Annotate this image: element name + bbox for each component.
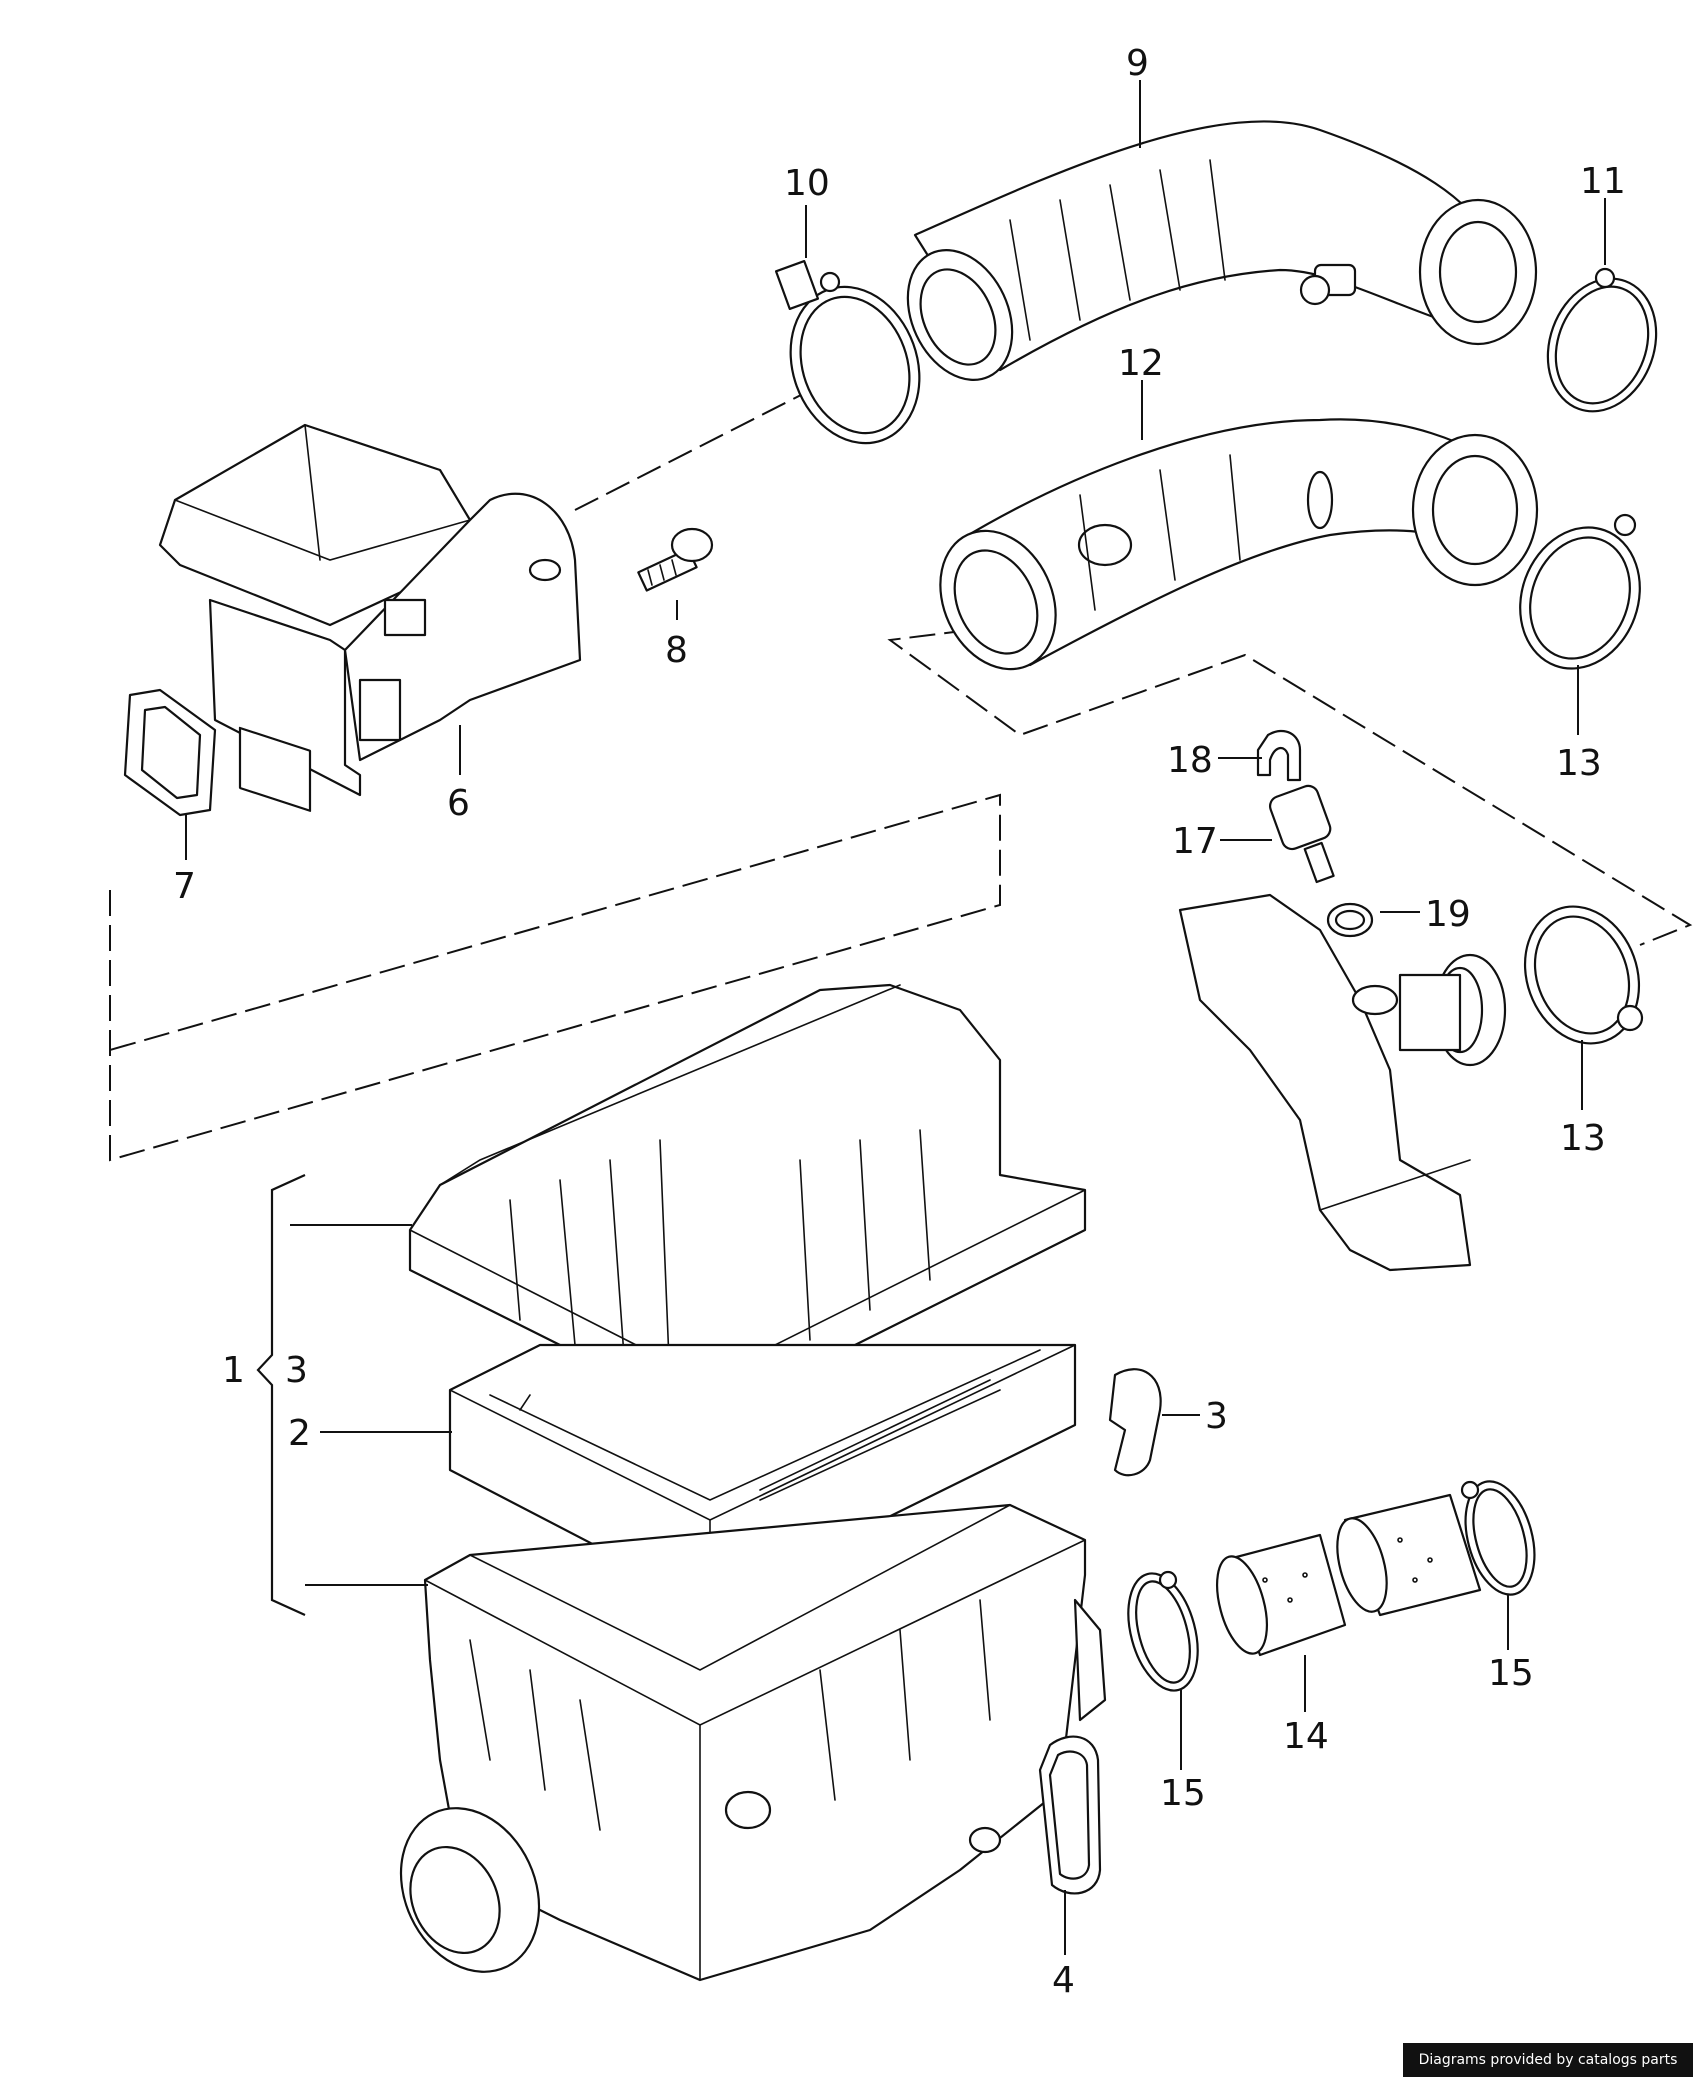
callout-2: 2 xyxy=(288,1413,311,1454)
callout-10: 10 xyxy=(784,163,830,204)
callout-15-right: 15 xyxy=(1488,1653,1534,1694)
callout-labels: 9 10 11 12 8 6 13 18 17 7 19 13 1 3 3 2 … xyxy=(173,43,1626,2001)
callout-6: 6 xyxy=(447,783,470,824)
callout-8: 8 xyxy=(665,630,688,671)
callout-13-lower: 13 xyxy=(1560,1118,1606,1159)
seal-4 xyxy=(1038,1735,1102,1895)
filter-housing-base xyxy=(399,1503,1107,1982)
air-mass-meter-6 xyxy=(158,423,582,812)
hose-clamp-10 xyxy=(774,259,921,445)
callout-4: 4 xyxy=(1052,1960,1075,2001)
callout-3-brace: 3 xyxy=(285,1350,308,1391)
callout-14: 14 xyxy=(1283,1716,1329,1757)
leader-lines xyxy=(185,80,1606,1955)
brace-1-3 xyxy=(256,1173,306,1617)
callout-15-left: 15 xyxy=(1160,1773,1206,1814)
callout-13-upper: 13 xyxy=(1556,743,1602,784)
callout-3-clip: 3 xyxy=(1205,1396,1228,1437)
spring-clip-3 xyxy=(1108,1368,1162,1477)
hose-clamp-11 xyxy=(1546,267,1658,413)
callout-18: 18 xyxy=(1167,740,1213,781)
intake-hose-9 xyxy=(906,120,1538,381)
hose-clamp-15-left xyxy=(1127,1570,1199,1692)
callout-17: 17 xyxy=(1172,821,1218,862)
callout-19: 19 xyxy=(1425,894,1471,935)
intake-hose-12 xyxy=(939,418,1539,671)
hose-clamp-13-upper xyxy=(1519,513,1641,670)
screw-8 xyxy=(637,527,714,592)
callout-12: 12 xyxy=(1118,343,1164,384)
callout-9: 9 xyxy=(1126,43,1149,84)
hose-clamp-15-right xyxy=(1460,1480,1536,1596)
credit-badge: Diagrams provided by catalogs parts xyxy=(1403,2043,1693,2077)
filter-sleeve-14 xyxy=(1216,1493,1482,1657)
temperature-sensor-17 xyxy=(1268,784,1335,884)
throttle-housing-detail xyxy=(1178,893,1507,1272)
callout-11: 11 xyxy=(1580,161,1626,202)
hose-clamp-13-lower xyxy=(1523,905,1644,1045)
filter-element-2 xyxy=(448,1343,1077,1607)
callout-1: 1 xyxy=(222,1350,245,1391)
seal-ring-19 xyxy=(1326,902,1374,938)
callout-7: 7 xyxy=(173,866,196,907)
gasket-7 xyxy=(123,688,217,817)
retaining-clip-18 xyxy=(1256,729,1302,782)
